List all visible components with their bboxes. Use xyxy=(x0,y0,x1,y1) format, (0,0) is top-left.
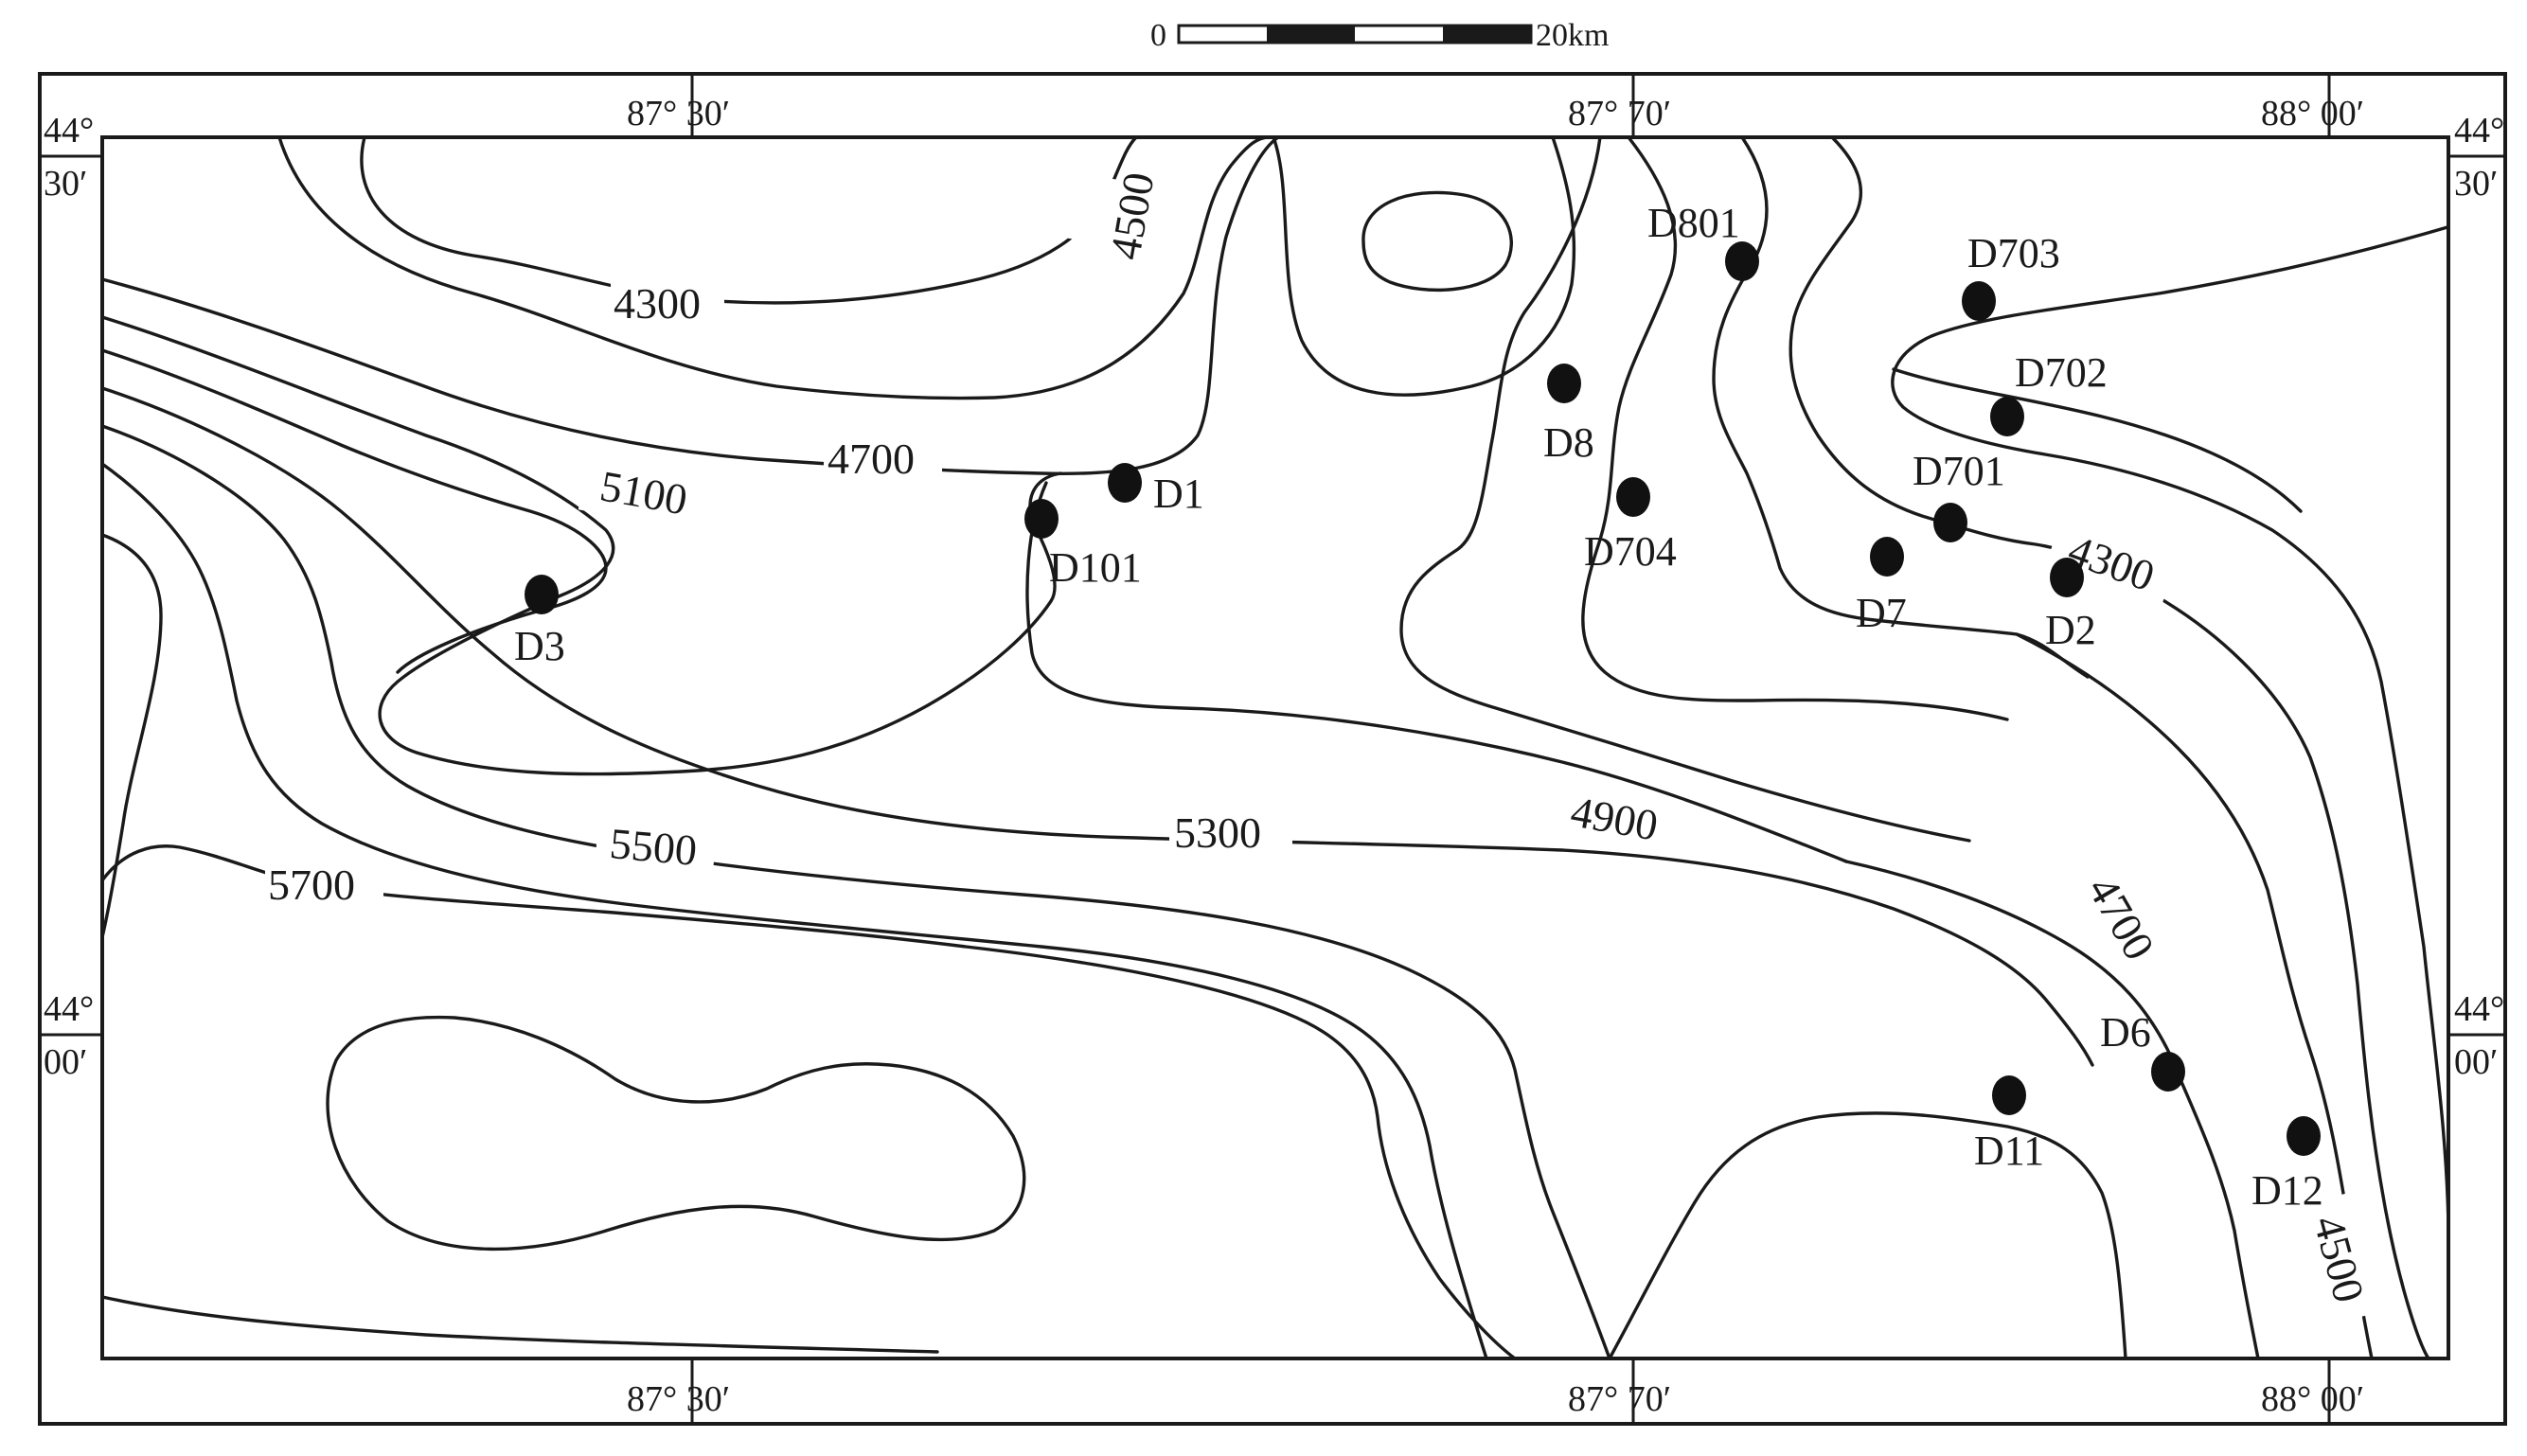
well-label: D7 xyxy=(1856,590,1907,636)
well-label: D701 xyxy=(1913,448,2005,494)
right-lat-degree: 44° xyxy=(2454,111,2504,151)
contour-line xyxy=(326,1015,1026,1252)
contour-line xyxy=(1844,860,2260,1360)
contour-label: 5500 xyxy=(608,819,699,875)
wells: D801 D703 D702 D8 D1 D101 D704 D701 D7 D… xyxy=(514,200,2323,1214)
contour-label: 4300 xyxy=(614,279,701,328)
well-label: D3 xyxy=(514,623,565,669)
bottom-lon-label: 88° 00′ xyxy=(2261,1379,2364,1419)
well-label: D2 xyxy=(2045,607,2096,653)
contour-line xyxy=(1361,190,1513,292)
well-marker xyxy=(1024,499,1059,539)
contour-labels: 4300 4500 4700 5100 5300 5500 5700 4900 … xyxy=(265,169,2382,1326)
contour-line xyxy=(100,462,1488,1360)
right-lat-minute: 30′ xyxy=(2454,164,2498,204)
scale-bar-start-label: 0 xyxy=(1150,18,1166,53)
outer-frame xyxy=(38,72,2507,1426)
contour-line xyxy=(100,386,2094,1067)
contour-line xyxy=(277,135,1271,400)
well-label: D703 xyxy=(1967,230,2060,276)
contour-line xyxy=(100,315,1062,776)
well-label: D11 xyxy=(1974,1128,2044,1174)
well-marker xyxy=(2151,1052,2185,1092)
coordinate-ticks xyxy=(40,74,2505,1424)
left-lat-minute: 00′ xyxy=(44,1042,87,1082)
scale-bar: 0 20km xyxy=(1150,18,1609,53)
contour-line xyxy=(1892,367,2303,513)
contour-line xyxy=(1608,1111,2127,1360)
well-marker xyxy=(525,575,559,614)
coordinate-labels: 87° 30′ 87° 70′ 88° 00′ 87° 30′ 87° 70′ … xyxy=(44,94,2504,1419)
well-label: D12 xyxy=(2251,1167,2323,1214)
contour-label: 5700 xyxy=(268,861,355,909)
well-marker xyxy=(2287,1116,2321,1156)
contour-line xyxy=(100,424,1611,1360)
contour-line xyxy=(2128,580,2430,1360)
well-marker xyxy=(1962,281,1996,321)
contour-label: 5300 xyxy=(1174,808,1261,857)
well-label: D101 xyxy=(1049,544,1142,591)
well-label: D704 xyxy=(1584,528,1677,575)
left-lat-minute: 30′ xyxy=(44,164,87,204)
contour-lines xyxy=(100,135,2450,1360)
map-frame xyxy=(100,135,2450,1360)
well-label: D1 xyxy=(1153,471,1204,517)
contour-line xyxy=(100,348,608,674)
well-marker xyxy=(1992,1075,2026,1115)
well-marker xyxy=(1870,537,1904,577)
well-marker xyxy=(1108,463,1142,503)
scale-bar-end-label: 20km xyxy=(1536,18,1609,53)
well-label: D8 xyxy=(1543,419,1594,466)
contour-line xyxy=(100,533,163,939)
top-lon-label: 87° 30′ xyxy=(627,94,730,133)
right-lat-minute: 00′ xyxy=(2454,1042,2498,1082)
well-marker xyxy=(1725,241,1759,281)
contour-label: 4700 xyxy=(828,435,915,483)
bottom-lon-label: 87° 70′ xyxy=(1568,1379,1671,1419)
well-label: D801 xyxy=(1647,200,1740,246)
left-lat-degree: 44° xyxy=(44,989,94,1029)
well-marker xyxy=(1933,503,1967,542)
right-lat-degree: 44° xyxy=(2454,989,2504,1029)
top-lon-label: 88° 00′ xyxy=(2261,94,2364,133)
well-marker xyxy=(2050,558,2084,597)
well-marker xyxy=(1616,477,1650,517)
contour-line xyxy=(1025,481,1848,863)
well-marker xyxy=(1990,397,2024,436)
left-lat-degree: 44° xyxy=(44,111,94,151)
contour-line xyxy=(1272,135,1576,397)
contour-line xyxy=(1581,135,2009,721)
contour-line xyxy=(1788,135,2104,570)
bottom-lon-label: 87° 30′ xyxy=(627,1379,730,1419)
well-marker xyxy=(1547,364,1581,403)
well-label: D6 xyxy=(2100,1009,2151,1056)
contour-line xyxy=(1891,225,2450,1233)
contour-label: 4500 xyxy=(2305,1211,2374,1307)
well-label: D702 xyxy=(2015,349,2108,396)
top-lon-label: 87° 70′ xyxy=(1568,94,1671,133)
contour-line xyxy=(100,1295,939,1354)
contour-line xyxy=(1399,135,1971,843)
contour-line xyxy=(360,135,1138,305)
